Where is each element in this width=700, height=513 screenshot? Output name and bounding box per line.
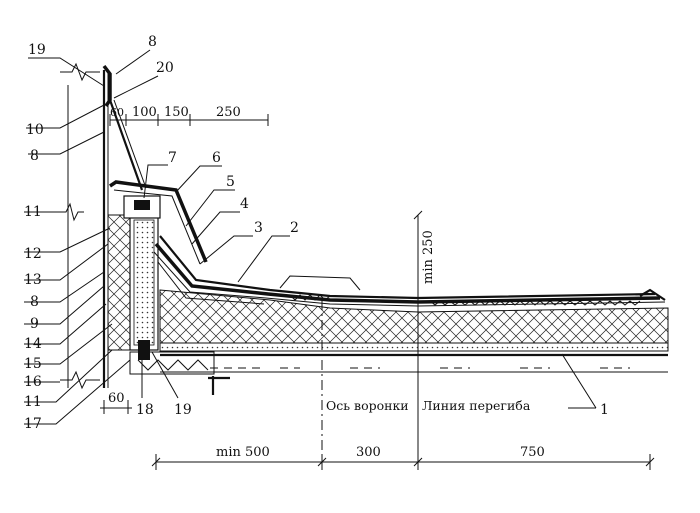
dim-min-500: min 500 <box>216 445 270 460</box>
dim-250: 250 <box>216 105 241 120</box>
top-dimension-line: 60 100 150 250 <box>109 105 269 126</box>
callout-8-low: 8 <box>30 294 39 310</box>
callout-19-top: 19 <box>28 42 46 58</box>
callout-20: 20 <box>156 60 174 76</box>
callout-12: 12 <box>24 246 42 262</box>
callout-numbers: 19 8 20 10 8 7 6 5 11 4 3 2 12 13 8 9 14… <box>24 34 609 432</box>
caption-bend-line: Линия перегиба <box>422 398 531 413</box>
callout-13: 13 <box>24 272 42 288</box>
callout-19-bottom: 19 <box>174 402 192 418</box>
callout-14: 14 <box>24 336 42 352</box>
callout-7: 7 <box>168 150 177 166</box>
leader-lines <box>24 49 597 425</box>
upstand-block <box>107 195 161 351</box>
callout-8-top: 8 <box>148 34 157 50</box>
callout-11-top: 11 <box>24 204 42 220</box>
callout-11-bottom: 11 <box>24 394 42 410</box>
callout-6: 6 <box>212 150 221 166</box>
callout-15: 15 <box>24 356 42 372</box>
dim-150: 150 <box>164 105 189 120</box>
callout-4: 4 <box>240 196 249 212</box>
parapet-wall <box>56 62 109 390</box>
vertical-dimension: min 250 <box>421 230 436 284</box>
bottom-dimension-line: min 500 300 750 <box>151 445 655 470</box>
callout-2: 2 <box>290 220 299 236</box>
callout-8-mid: 8 <box>30 148 39 164</box>
roof-deck <box>129 340 669 395</box>
dim-min-250: min 250 <box>421 230 436 284</box>
axis-lines <box>321 210 423 470</box>
callout-9: 9 <box>30 316 39 332</box>
caption-funnel-axis: Ось воронки <box>326 398 409 413</box>
dim-60-top: 60 <box>110 106 124 119</box>
callout-17: 17 <box>24 416 42 432</box>
cap-flashing <box>109 180 208 265</box>
dim-300: 300 <box>356 445 381 460</box>
bottom-left-dimension: 60 <box>100 391 132 414</box>
dim-100: 100 <box>132 105 157 120</box>
upper-flashing <box>102 64 147 191</box>
callout-3: 3 <box>254 220 263 236</box>
callout-5: 5 <box>226 174 235 190</box>
callout-1: 1 <box>600 402 609 418</box>
callout-16: 16 <box>24 374 42 390</box>
callout-10: 10 <box>26 122 44 138</box>
dim-60-bottom: 60 <box>108 391 125 406</box>
roof-membrane-layers <box>153 235 666 307</box>
callout-18: 18 <box>136 402 154 418</box>
dim-750: 750 <box>520 445 545 460</box>
